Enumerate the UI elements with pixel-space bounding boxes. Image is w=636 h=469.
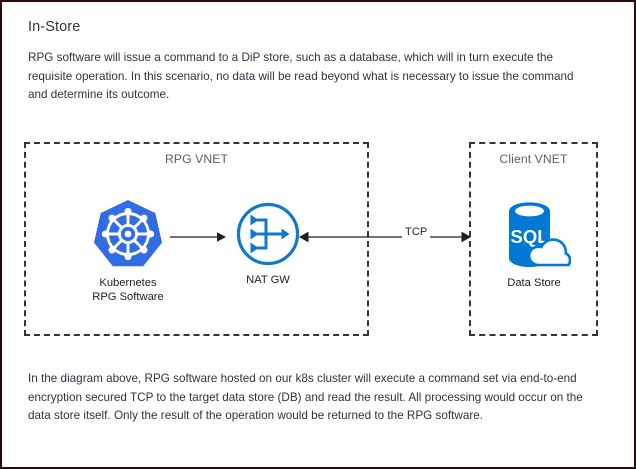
zone-client-vnet-label: Client VNET: [499, 152, 568, 166]
connector-tcp-label: TCP: [402, 226, 431, 238]
node-data-store: SQL Data Store: [482, 198, 586, 290]
node-kubernetes-label-line2: RPG Software: [92, 291, 164, 303]
zone-rpg-vnet-label: RPG VNET: [164, 152, 229, 166]
connector-kubernetes-to-nat-gateway: [170, 232, 226, 242]
node-data-store-label-line1: Data Store: [507, 277, 561, 289]
zone-client-vnet: Client VNET: [469, 142, 598, 336]
page-title: In-Store: [28, 19, 81, 35]
node-kubernetes: Kubernetes RPG Software: [76, 198, 180, 304]
sql-database-icon: SQL: [509, 202, 571, 267]
node-nat-gateway-label-line1: NAT GW: [246, 274, 290, 286]
nat-gateway-icon: [236, 202, 300, 266]
node-kubernetes-label: Kubernetes RPG Software: [76, 276, 180, 304]
connector-nat-gateway-to-data-store: [299, 231, 471, 243]
zone-rpg-vnet: RPG VNET: [24, 142, 369, 336]
node-data-store-label: Data Store: [482, 276, 586, 290]
closing-paragraph: In the diagram above, RPG software hoste…: [28, 372, 583, 422]
node-kubernetes-label-line1: Kubernetes: [99, 277, 157, 289]
intro-paragraph: RPG software will issue a command to a D…: [28, 51, 574, 101]
node-nat-gateway: NAT GW: [216, 201, 320, 287]
kubernetes-icon: [94, 200, 162, 267]
sql-database-icon-text: SQL: [510, 226, 548, 247]
node-nat-gateway-label: NAT GW: [216, 273, 320, 287]
